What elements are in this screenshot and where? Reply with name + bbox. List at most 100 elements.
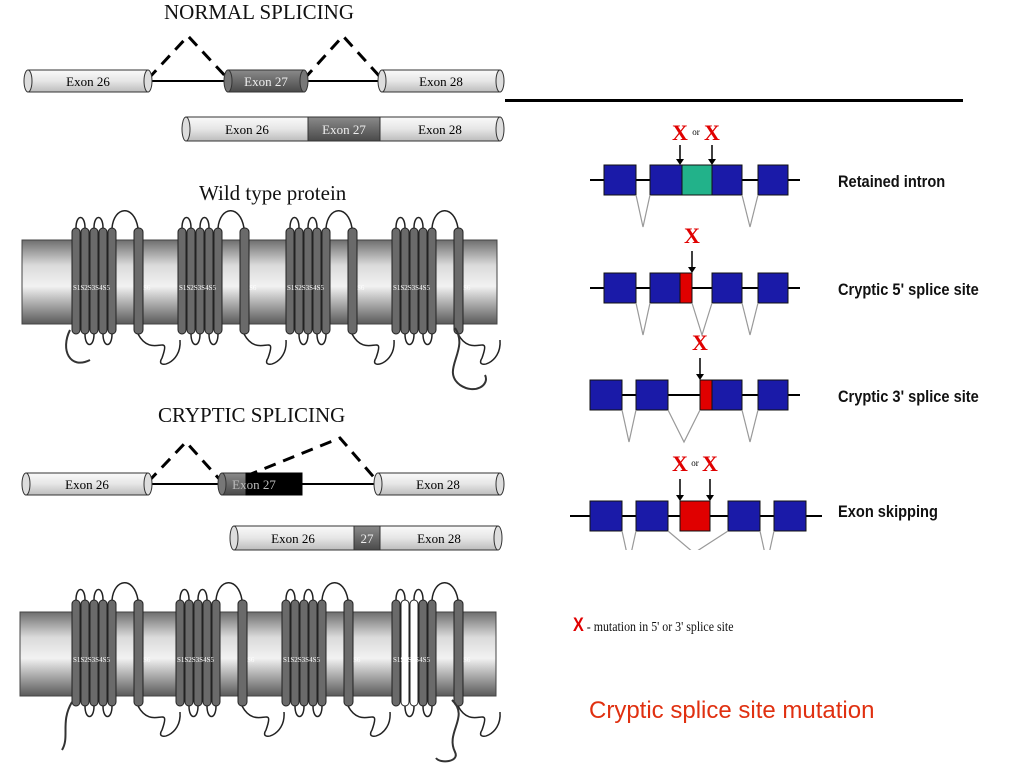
arrow-head <box>708 159 716 165</box>
pore-loop <box>325 210 353 229</box>
linker-loop <box>137 333 181 365</box>
helix-loop <box>395 588 406 601</box>
exon-box <box>773 500 807 532</box>
linker-loop <box>351 333 395 365</box>
helix-segment <box>312 227 322 335</box>
helix-loop <box>303 588 314 601</box>
row-label-cryptic-5-splice-site: Cryptic 5' splice site <box>838 280 979 299</box>
helix-segment <box>186 227 196 335</box>
helix-segment <box>308 599 318 707</box>
normal-splicing-diagram: Exon 26 Exon 27 Exon 28 Exon 26 Exon 27 … <box>23 33 505 142</box>
arrow-head <box>676 495 684 501</box>
helix-loop <box>404 333 415 346</box>
splice-connector <box>741 409 759 443</box>
s6-helix <box>133 599 144 707</box>
helix-segment <box>391 599 401 707</box>
helix-segment <box>213 227 223 335</box>
spliced-mrna-normal: Exon 26 Exon 27 Exon 28 <box>181 116 505 142</box>
splice-connector <box>667 530 729 550</box>
helix-segment <box>303 227 313 335</box>
s6-helix <box>133 227 144 335</box>
helix-loop <box>102 333 113 346</box>
s6-helix <box>343 599 354 707</box>
wild-type-protein-title: Wild type protein <box>199 181 347 205</box>
exon-28-label: Exon 28 <box>416 477 460 492</box>
s6-helix <box>239 227 250 335</box>
exon-box <box>727 500 761 532</box>
domain-segment-label: S1S2S3S4S5 <box>73 284 110 292</box>
pore-loop <box>431 582 459 601</box>
s6-helix <box>347 227 358 335</box>
helix-loop <box>84 333 95 346</box>
exon-26-cylinder: Exon 26 <box>23 69 153 93</box>
pore-loop <box>431 210 459 229</box>
helix-loop <box>93 588 104 601</box>
exon-box <box>649 164 683 196</box>
helix-loop <box>75 216 86 229</box>
helix-segment <box>409 227 419 335</box>
helix-loop <box>307 216 318 229</box>
s6-helix <box>237 599 248 707</box>
s6-label: S6 <box>463 284 471 292</box>
helix-segment <box>294 227 304 335</box>
helix-loop <box>181 216 192 229</box>
splice-connector <box>741 302 759 336</box>
legend-x-mark: X <box>573 615 584 636</box>
helix-segment <box>98 227 108 335</box>
helix-loop <box>179 588 190 601</box>
exon-box <box>699 379 713 411</box>
exon-box <box>589 500 623 532</box>
helix-segment <box>285 227 295 335</box>
helix-loop <box>413 216 424 229</box>
helix-segment <box>427 599 437 707</box>
spliced-exon-26-label: Exon 26 <box>225 122 269 137</box>
helix-segment <box>418 599 428 707</box>
helix-segment <box>175 599 185 707</box>
exon-26-label: Exon 26 <box>65 477 109 492</box>
exon-box <box>757 164 789 196</box>
or-label: or <box>691 458 699 468</box>
helix-loop <box>289 216 300 229</box>
s6-label: S6 <box>249 284 257 292</box>
mutation-legend: X - mutation in 5' or 3' splice site <box>573 615 734 637</box>
exon-27-cylinder: Exon 27 <box>217 472 303 496</box>
arrow-head <box>688 267 696 273</box>
splice-connector <box>621 530 637 550</box>
exon-box <box>603 272 637 304</box>
helix-segment <box>107 227 117 335</box>
splice-connector <box>667 409 701 444</box>
helix-segment <box>204 227 214 335</box>
pore-loop <box>321 582 349 601</box>
s6-label: S6 <box>463 656 471 664</box>
helix-loop <box>102 705 113 718</box>
helix-loop <box>199 216 210 229</box>
helix-loop <box>75 588 86 601</box>
cryptic-exon-segment <box>245 472 303 496</box>
splice-dashed-line <box>146 33 230 81</box>
helix-segment <box>202 599 212 707</box>
exon-box <box>649 272 681 304</box>
linker-loop <box>243 333 287 365</box>
exon-box <box>679 500 711 532</box>
helix-segment <box>211 599 221 707</box>
helix-loop <box>404 705 415 718</box>
arrow-head <box>706 495 714 501</box>
cryptic-splicing-title: CRYPTIC SPLICING <box>158 403 346 427</box>
domain-segment-label: S1S2S3S4S5 <box>73 656 110 664</box>
or-label: or <box>692 127 700 137</box>
helix-segment <box>89 599 99 707</box>
splice-dashed-line <box>302 33 384 81</box>
spliced-exon-27-label: 27 <box>361 531 375 546</box>
exon-box <box>757 379 789 411</box>
domain-segment-label: S1S2S3S4S5 <box>283 656 320 664</box>
helix-loop <box>84 705 95 718</box>
helix-segment <box>71 599 81 707</box>
helix-segment <box>193 599 203 707</box>
mutation-x-mark: X <box>684 223 700 248</box>
